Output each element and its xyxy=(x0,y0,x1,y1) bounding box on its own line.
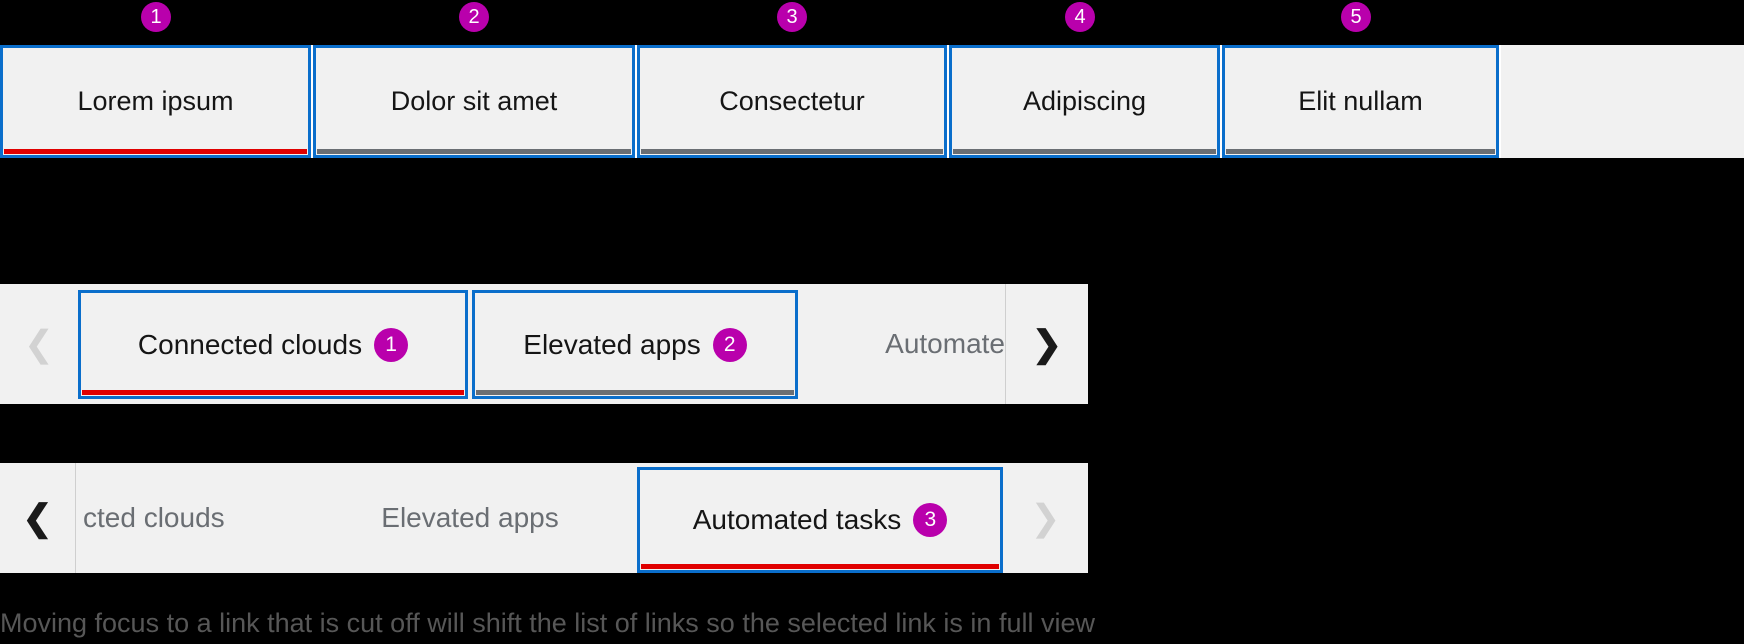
unselected-underline xyxy=(953,149,1216,154)
annotation-badge-4: 4 xyxy=(1065,2,1095,32)
angle-left-icon: ❮ xyxy=(22,497,53,538)
tab-label: cted clouds xyxy=(83,502,225,533)
annotation-badge-1: 1 xyxy=(374,327,409,362)
angle-left-icon: ❮ xyxy=(23,323,55,364)
selected-underline xyxy=(4,149,307,154)
caption-text: Moving focus to a link that is cut off w… xyxy=(0,608,1095,638)
tab-dolor-sit-amet[interactable]: Dolor sit amet xyxy=(313,45,635,158)
tab-bar-filler xyxy=(1501,45,1744,158)
tab-label: Dolor sit amet xyxy=(390,86,558,116)
tab-label: Automated tasks xyxy=(692,504,902,535)
tab-label: Elevated apps xyxy=(381,502,559,533)
tab-label: Lorem ipsum xyxy=(77,86,234,116)
tab-automated-tasks-cut-off[interactable]: Automate xyxy=(798,284,1005,404)
tab-lorem-ipsum[interactable]: Lorem ipsum xyxy=(0,45,311,158)
unselected-underline xyxy=(1226,149,1495,154)
tab-adipiscing[interactable]: Adipiscing xyxy=(949,45,1220,158)
scroll-left-button[interactable]: ❮ xyxy=(0,463,75,573)
scroll-divider xyxy=(1005,284,1006,404)
tab-label: Automate xyxy=(885,328,1005,359)
annotation-badge-2: 2 xyxy=(712,327,747,362)
unselected-underline xyxy=(476,390,794,395)
tab-label: Elevated apps xyxy=(523,328,701,360)
tab-connected-clouds[interactable]: Connected clouds 1 xyxy=(78,290,468,399)
tab-elevated-apps[interactable]: Elevated apps 2 xyxy=(472,290,798,399)
tab-bar-overflow-start: ❮ Connected clouds 1 Elevated apps 2 Aut… xyxy=(0,284,1088,404)
selected-underline xyxy=(641,564,999,569)
unselected-underline xyxy=(641,149,943,154)
tab-elevated-apps[interactable]: Elevated apps xyxy=(253,463,637,573)
tab-label: Adipiscing xyxy=(1022,86,1147,116)
annotation-badge-1: 1 xyxy=(141,2,171,32)
tab-bar-basic: Lorem ipsum Dolor sit amet Consectetur A… xyxy=(0,45,1744,158)
scroll-right-button[interactable]: ❯ xyxy=(1006,284,1088,404)
scroll-divider xyxy=(75,463,76,573)
tab-label: Consectetur xyxy=(719,86,865,116)
selected-underline xyxy=(82,390,464,395)
annotation-badge-3: 3 xyxy=(777,2,807,32)
annotation-badge-2: 2 xyxy=(459,2,489,32)
tab-consectetur[interactable]: Consectetur xyxy=(637,45,947,158)
angle-right-icon: ❯ xyxy=(1031,323,1063,364)
angle-right-icon: ❯ xyxy=(1030,497,1061,538)
tab-automated-tasks[interactable]: Automated tasks 3 xyxy=(637,467,1003,573)
tab-connected-clouds-cut-off[interactable]: cted clouds xyxy=(76,463,253,573)
annotation-badge-3: 3 xyxy=(913,503,948,537)
annotation-badge-5: 5 xyxy=(1341,2,1371,32)
scroll-left-button: ❮ xyxy=(0,284,78,404)
tab-elit-nullam[interactable]: Elit nullam xyxy=(1222,45,1499,158)
scroll-right-button: ❯ xyxy=(1003,463,1088,573)
tab-bar-overflow-end: ❮ cted clouds Elevated apps Automated ta… xyxy=(0,463,1088,573)
tab-label: Elit nullam xyxy=(1298,86,1423,116)
unselected-underline xyxy=(317,149,631,154)
tab-label: Connected clouds xyxy=(137,328,363,360)
